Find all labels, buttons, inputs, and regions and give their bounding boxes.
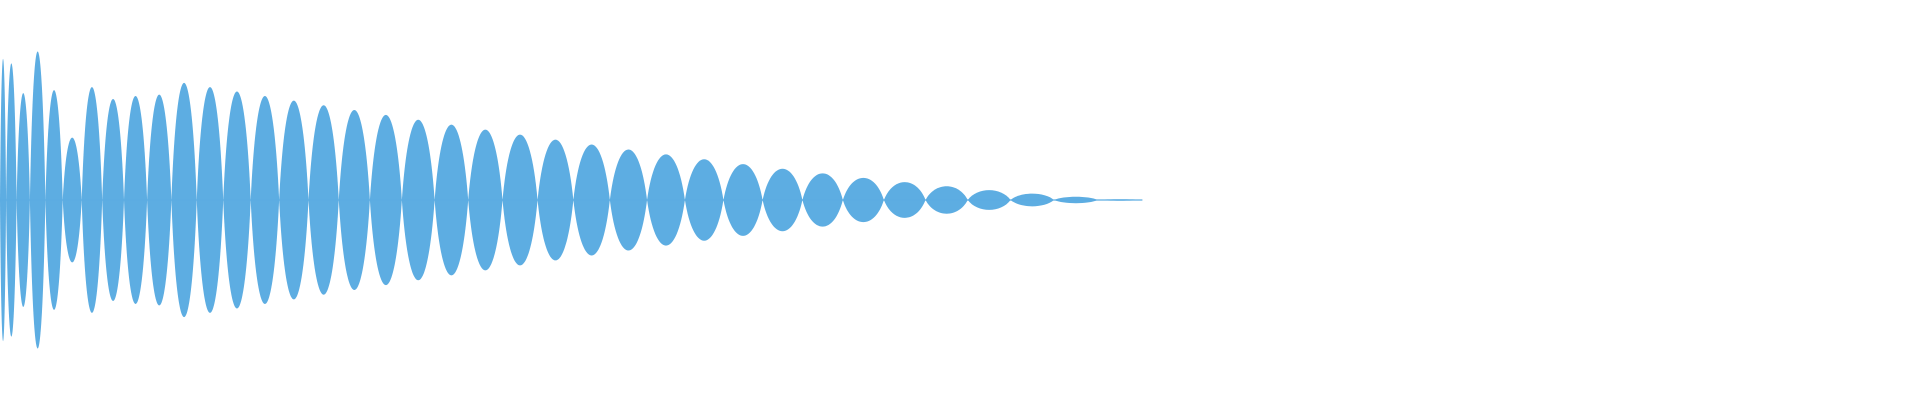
waveform-shape xyxy=(0,51,1143,349)
